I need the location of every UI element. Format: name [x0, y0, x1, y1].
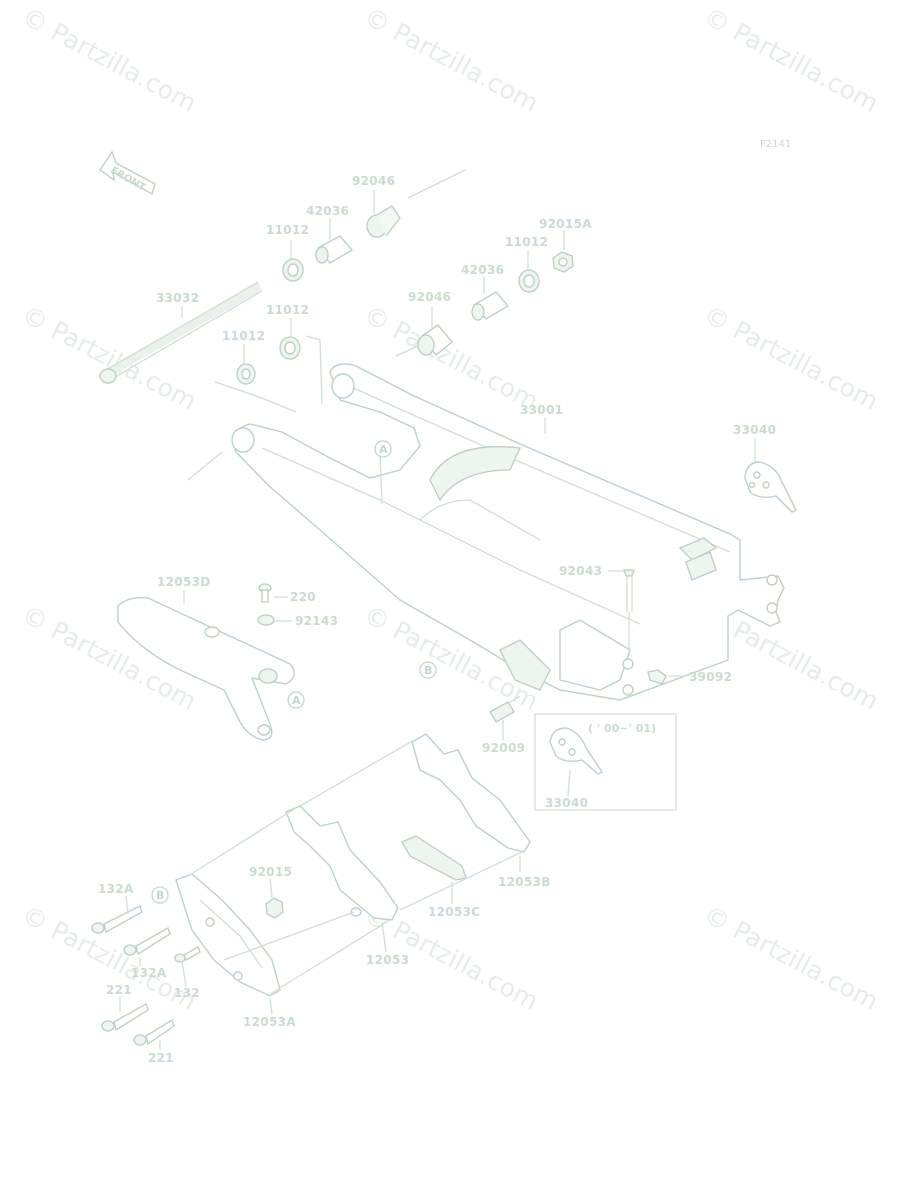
bolt-221-a: [101, 1002, 149, 1032]
stud-92009: [489, 695, 521, 723]
label-92046-lower: 92046: [408, 290, 451, 304]
bearing-11012-b: [279, 336, 301, 360]
label-33001: 33001: [520, 403, 563, 417]
front-arrow-icon: FRONT: [99, 150, 156, 196]
label-92009: 92009: [482, 741, 525, 755]
part-labels: 92046 42036 11012 33032 11012 11012 9201…: [98, 174, 776, 1065]
marker-a-text: A: [292, 694, 301, 707]
bolt-221-b: [133, 1018, 175, 1046]
label-42036-lower: 42036: [461, 263, 504, 277]
label-11012-d: 11012: [505, 235, 548, 249]
marker-a-1: A: [374, 440, 392, 458]
chain-guide-lines: [187, 739, 523, 995]
marker-b-text: B: [156, 889, 164, 902]
bolt-132A-b: [123, 926, 171, 956]
chain-guide-12053A: [175, 873, 281, 997]
watermark: © Partzilla.com: [17, 300, 201, 416]
label-221-a: 221: [106, 983, 132, 997]
nut-92015A: [552, 251, 574, 273]
leader-lines: [119, 190, 756, 1050]
label-42036-upper: 42036: [306, 204, 349, 218]
chain-guide-12053C: [401, 835, 467, 881]
label-11012-a: 11012: [266, 223, 309, 237]
inset-years-label: ( ' 00~' 01): [588, 722, 656, 735]
marker-a-text: A: [379, 443, 388, 456]
chain-slider-12053D: [117, 596, 295, 741]
label-12053B: 12053B: [498, 875, 551, 889]
watermark: © Partzilla.com: [359, 2, 543, 118]
marker-b-1: B: [419, 661, 437, 679]
label-132: 132: [174, 986, 200, 1000]
washer-92143: [257, 614, 275, 626]
marker-b-text: B: [424, 664, 432, 677]
bolt-132: [174, 945, 201, 963]
label-33040-inset: 33040: [545, 796, 588, 810]
label-12053A: 12053A: [243, 1015, 296, 1029]
label-92015A: 92015A: [539, 217, 592, 231]
nut-92015: [265, 897, 284, 919]
swing-arm: [231, 363, 785, 701]
label-12053: 12053: [366, 953, 409, 967]
watermark: © Partzilla.com: [17, 2, 201, 118]
bolt-220: [258, 583, 272, 603]
marker-b-2: B: [151, 886, 169, 904]
chain-guide-12053B: [411, 733, 531, 853]
label-92043: 92043: [559, 564, 602, 578]
label-12053C: 12053C: [428, 905, 480, 919]
clip-39092: [647, 669, 667, 685]
label-33040-upper: 33040: [733, 423, 776, 437]
label-92046-upper: 92046: [352, 174, 395, 188]
sleeve-42036-lower: [471, 291, 510, 321]
collar-92046-upper: [366, 205, 401, 238]
label-92015: 92015: [249, 865, 292, 879]
watermark: © Partzilla.com: [699, 2, 883, 118]
label-221-b: 221: [148, 1051, 174, 1065]
watermark: © Partzilla.com: [699, 900, 883, 1016]
sleeve-42036-upper: [315, 235, 354, 264]
chain-adjuster-upper: [744, 461, 797, 513]
label-33032: 33032: [156, 291, 199, 305]
label-220: 220: [290, 590, 316, 604]
bearing-11012-c: [236, 363, 256, 385]
chain-guide-12053: [285, 805, 399, 921]
pivot-shaft: [99, 281, 263, 384]
label-92143: 92143: [295, 614, 338, 628]
bearing-11012-d: [518, 269, 540, 293]
label-132A-b: 132A: [131, 966, 167, 980]
collar-92046-lower: [417, 324, 453, 357]
inset-box: ( ' 00~' 01): [534, 713, 677, 811]
marker-a-2: A: [287, 691, 305, 709]
label-12053D: 12053D: [157, 575, 211, 589]
watermark: © Partzilla.com: [699, 300, 883, 416]
bolt-132A-a: [91, 905, 143, 934]
label-11012-c: 11012: [222, 329, 265, 343]
label-39092: 39092: [689, 670, 732, 684]
bolt-92043: [623, 569, 635, 650]
bearing-11012-a: [282, 258, 304, 282]
guide-lines: [187, 169, 466, 481]
diagram-id: F2141: [760, 139, 791, 150]
label-11012-b: 11012: [266, 303, 309, 317]
label-132A-a: 132A: [98, 882, 134, 896]
